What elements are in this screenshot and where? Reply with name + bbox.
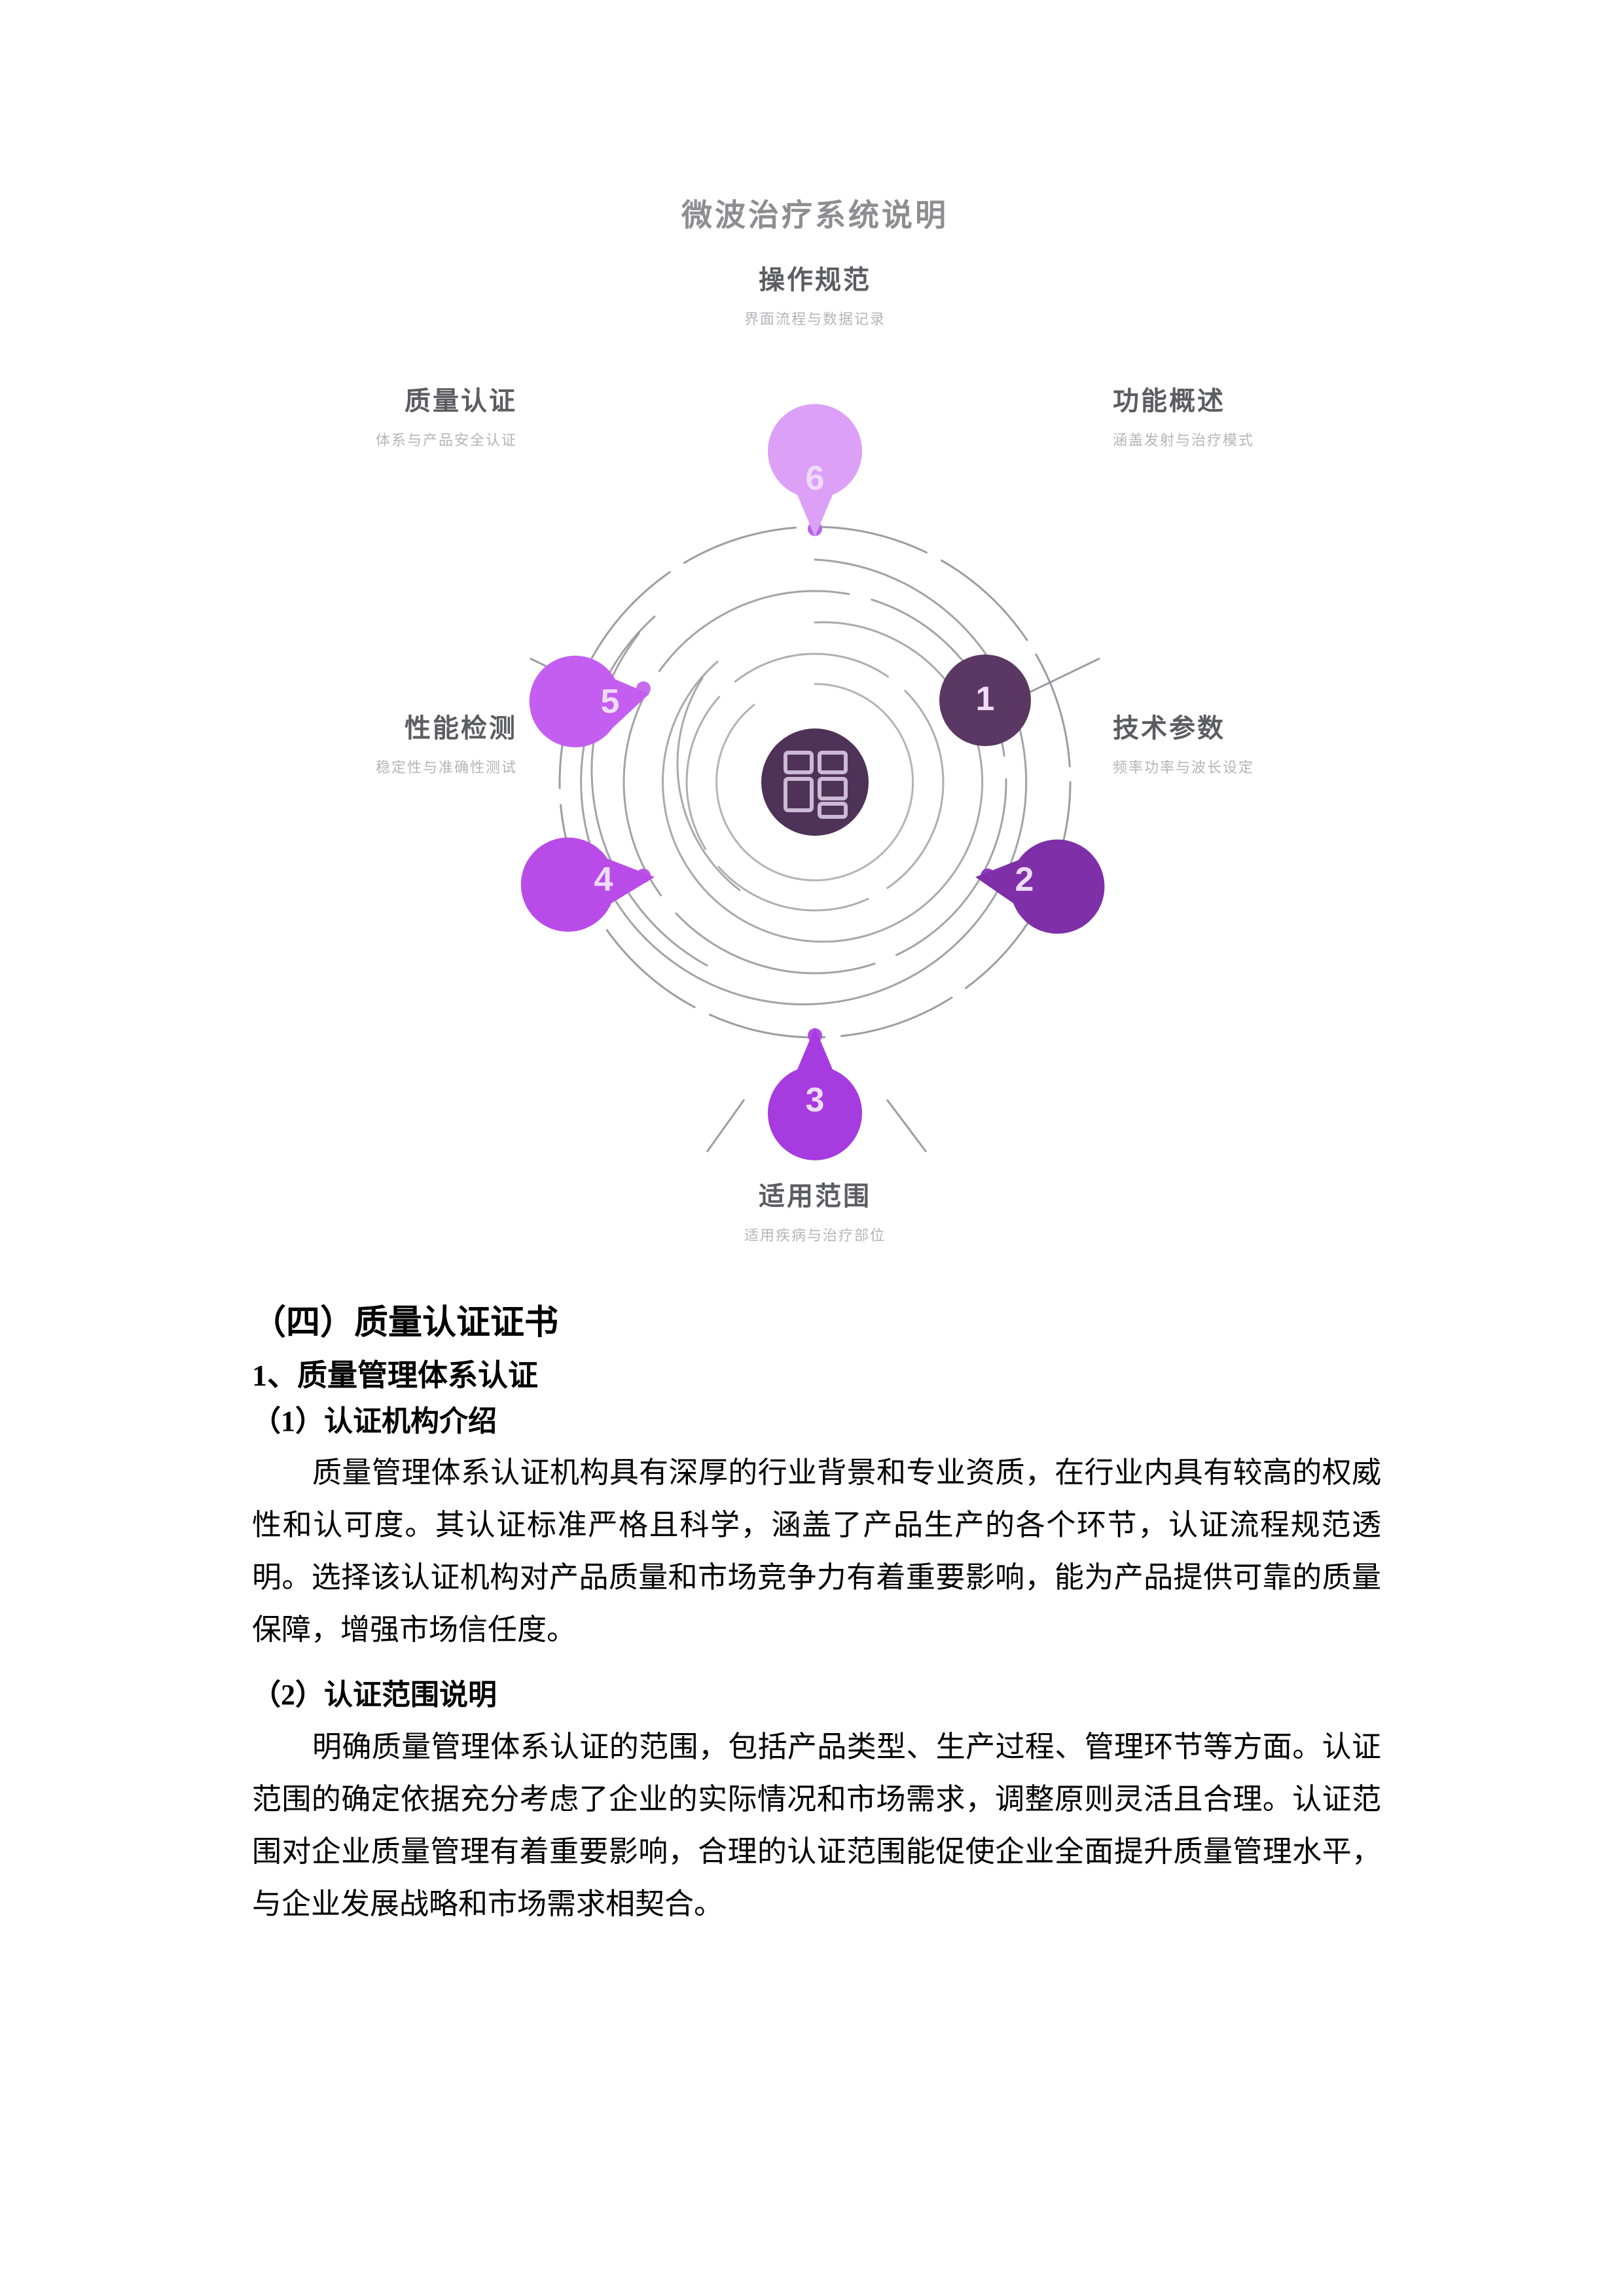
label-node-3: 适用范围 适用疾病与治疗部位 [684,1175,946,1245]
node-2-marker [975,839,1105,934]
label-node-4-title: 性能检测 [405,714,517,743]
item-paragraph-1: 质量管理体系认证机构具有深厚的行业背景和专业资质，在行业内具有较高的权威性和认可… [252,1456,1381,1647]
center-node [761,728,869,836]
label-node-4: 性能检测 稳定性与准确性测试 [255,707,517,777]
figure-microwave-therapy-system: 微波治疗系统说明 [249,131,1381,1283]
dashboard-grid-icon [784,751,848,819]
label-node-3-title: 适用范围 [759,1182,871,1211]
label-node-3-subtitle: 适用疾病与治疗部位 [744,1227,886,1244]
label-node-1-subtitle: 涵盖发射与治疗模式 [1113,432,1255,448]
item-heading-1: （1）认证机构介绍 [252,1405,497,1437]
node-4-marker [520,837,655,932]
label-node-6-title: 操作规范 [759,266,871,295]
label-node-6: 操作规范 界面流程与数据记录 [684,259,946,329]
figure-title: 微波治疗系统说明 [681,198,948,232]
label-node-2: 技术参数 频率功率与波长设定 [1113,707,1375,777]
node-1-marker [939,655,1031,746]
label-node-1: 功能概述 涵盖发射与治疗模式 [1113,380,1375,450]
label-node-5-subtitle: 体系与产品安全认证 [375,432,517,448]
subsection-heading-1: 1、质量管理体系认证 [252,1358,538,1392]
node-3-marker [768,1028,862,1160]
label-node-2-subtitle: 频率功率与波长设定 [1113,759,1255,776]
label-node-5: 质量认证 体系与产品安全认证 [255,380,517,450]
node-5-marker [529,655,649,747]
item-heading-2: （2）认证范围说明 [252,1679,497,1712]
label-node-1-title: 功能概述 [1113,387,1225,416]
label-node-4-subtitle: 稳定性与准确性测试 [375,759,517,776]
node-6-marker [768,404,862,537]
label-node-2-title: 技术参数 [1113,714,1225,743]
radial-cycle-diagram: 6 1 2 3 4 5 [249,131,1381,1283]
label-node-6-subtitle: 界面流程与数据记录 [744,311,886,327]
document-body: （四）质量认证证书 1、质量管理体系认证 （1）认证机构介绍 质量管理体系认证机… [252,1299,1381,1947]
item-paragraph-2: 明确质量管理体系认证的范围，包括产品类型、生产过程、管理环节等方面。认证范围的确… [252,1730,1381,1920]
section-heading: （四）质量认证证书 [252,1304,559,1342]
label-node-5-title: 质量认证 [405,387,517,416]
